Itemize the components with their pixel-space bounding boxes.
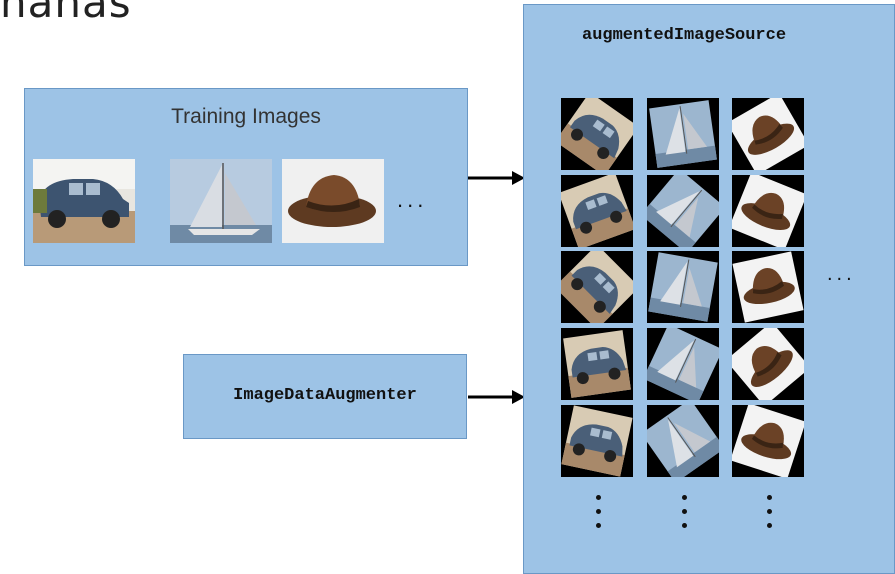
augmented-car-tile: [561, 251, 633, 323]
column-1-vertical-ellipsis: [596, 495, 604, 535]
training-images-box: Training Images ...: [24, 88, 468, 266]
augmented-car-tile: [561, 405, 633, 477]
sailboat-image: [170, 159, 272, 243]
augmented-boat-tile: [647, 328, 719, 400]
augmented-boat-tile: [647, 405, 719, 477]
augmented-car-tile: [561, 328, 633, 400]
arrow-augmenter-to-source: [468, 390, 525, 404]
augmented-image-source-title: augmentedImageSource: [582, 26, 787, 45]
augmented-hat-tile: [732, 328, 804, 400]
car-image: [33, 159, 135, 243]
grid-horizontal-ellipsis: ...: [827, 263, 856, 285]
fedora-hat-image: [282, 159, 384, 243]
augmented-hat-tile: [732, 98, 804, 170]
arrow-training-to-source: [468, 171, 525, 185]
column-2-vertical-ellipsis: [682, 495, 690, 535]
augmented-boat-tile: [647, 251, 719, 323]
heading-fragment: nanas: [0, 0, 132, 27]
augmented-car-tile: [561, 175, 633, 247]
column-3-vertical-ellipsis: [767, 495, 775, 535]
image-data-augmenter-label: ImageDataAugmenter: [233, 386, 417, 405]
augmented-boat-tile: [647, 98, 719, 170]
image-data-augmenter-box: ImageDataAugmenter: [183, 354, 467, 439]
augmented-image-source-box: augmentedImageSource: [523, 4, 895, 574]
augmented-hat-tile: [732, 405, 804, 477]
augmented-boat-tile: [647, 175, 719, 247]
augmented-hat-tile: [732, 175, 804, 247]
augmented-hat-tile: [732, 251, 804, 323]
training-images-ellipsis: ...: [397, 187, 428, 212]
training-images-title: Training Images: [171, 105, 321, 128]
augmented-car-tile: [561, 98, 633, 170]
